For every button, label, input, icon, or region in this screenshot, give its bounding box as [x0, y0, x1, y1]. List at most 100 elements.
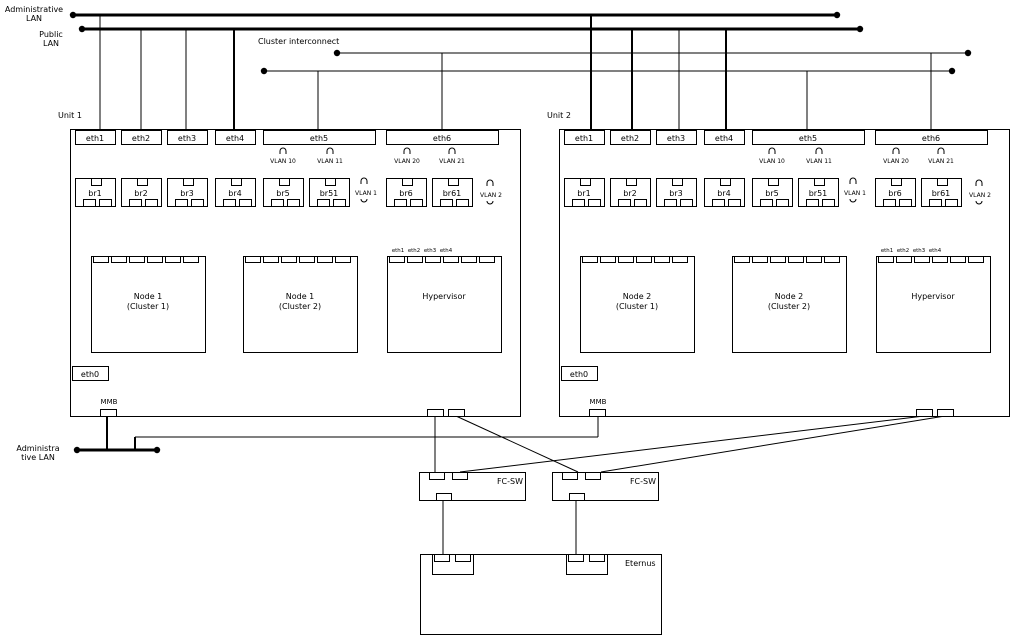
- hypervisor-port: [968, 256, 984, 263]
- bridge-port: [440, 199, 453, 207]
- admin-lan-endpoint: [69, 11, 77, 19]
- node-2-box: [243, 256, 358, 353]
- vlan-icon: [815, 147, 823, 154]
- node-port: [582, 256, 598, 263]
- bridge-port: [402, 178, 413, 186]
- node-label: (Cluster 2): [768, 302, 810, 311]
- hypervisor-box: [387, 256, 502, 353]
- storage-port: [568, 554, 584, 562]
- interconnect-endpoint: [260, 67, 268, 75]
- bridge-port: [728, 199, 741, 207]
- vlan-icon: [403, 147, 411, 154]
- mmb-label: MMB: [590, 398, 607, 406]
- hypervisor-port: [461, 256, 477, 263]
- storage-port: [589, 554, 605, 562]
- vlan-label: VLAN 20: [394, 158, 420, 165]
- bridge-port: [806, 199, 819, 207]
- vlan-icon: [486, 179, 494, 186]
- bridge-port: [325, 178, 336, 186]
- bridge-port: [271, 199, 284, 207]
- fc-link: [455, 415, 579, 473]
- vlan-label: VLAN 1: [844, 190, 866, 197]
- fc-link: [459, 415, 925, 473]
- nic-2: [121, 130, 162, 145]
- fc-sw-port: [569, 493, 585, 501]
- bridge-port: [626, 178, 637, 186]
- vlan-icon: [448, 147, 456, 154]
- bridge-port: [618, 199, 631, 207]
- fc-port: [916, 409, 933, 417]
- bridge-label: br5: [276, 189, 289, 198]
- hypervisor-label: Hypervisor: [422, 292, 466, 301]
- admin-lan-bottom-label-line: Administra: [16, 444, 59, 453]
- unit-1-label: Unit 1: [58, 111, 82, 120]
- nic-1: [564, 130, 605, 145]
- nic-6: [875, 130, 988, 145]
- bridge-label: br4: [717, 189, 730, 198]
- vlan-label: VLAN 21: [928, 158, 954, 165]
- cluster-interconnect-label: Cluster interconnect: [258, 37, 339, 46]
- hypervisor-port: [932, 256, 948, 263]
- node-label: Node 2: [775, 292, 804, 301]
- vlan-label: VLAN 2: [480, 192, 502, 199]
- vlan-label: VLAN 11: [317, 158, 343, 165]
- vlan-label: VLAN 10: [759, 158, 785, 165]
- admin-lan-endpoint: [73, 446, 81, 454]
- bridge-port: [814, 178, 825, 186]
- bridge-port: [99, 199, 112, 207]
- bridge-port: [456, 199, 469, 207]
- vlan-label: VLAN 20: [883, 158, 909, 165]
- public-lan-endpoint: [856, 25, 864, 33]
- admin-lan-bottom-label-line: tive LAN: [21, 453, 55, 462]
- bridge-port: [672, 178, 683, 186]
- public-lan-label-line: LAN: [43, 39, 59, 48]
- nic-6: [386, 130, 499, 145]
- hypervisor-port: [878, 256, 894, 263]
- nic-3: [167, 130, 208, 145]
- hypervisor-port: [914, 256, 930, 263]
- nic-label: eth6: [922, 134, 940, 143]
- storage-port: [434, 554, 450, 562]
- nic-label: eth2: [621, 134, 639, 143]
- admin-lan-label-line: LAN: [26, 14, 42, 23]
- bridge-port: [279, 178, 290, 186]
- vlan-icon: [279, 147, 287, 154]
- node-port: [93, 256, 109, 263]
- node-port: [335, 256, 351, 263]
- mmb-label: MMB: [101, 398, 118, 406]
- node-port: [806, 256, 822, 263]
- bridge-port: [588, 199, 601, 207]
- node-port: [299, 256, 315, 263]
- vlan-icon: [892, 147, 900, 154]
- hypervisor-box: [876, 256, 991, 353]
- bridge-label: br1: [577, 189, 590, 198]
- node-port: [618, 256, 634, 263]
- interconnect-endpoint: [333, 49, 341, 57]
- vlan-label: VLAN 2: [969, 192, 991, 199]
- bridge-port: [448, 178, 459, 186]
- fc-switch-label: FC-SW: [630, 477, 656, 486]
- nic-4: [704, 130, 745, 145]
- bridge-port: [634, 199, 647, 207]
- node-port: [654, 256, 670, 263]
- vlan-label: VLAN 21: [439, 158, 465, 165]
- bridge-port: [891, 178, 902, 186]
- node-port: [245, 256, 261, 263]
- hypervisor-port-label: eth4: [929, 248, 942, 254]
- bridge-port: [83, 199, 96, 207]
- vlan-label: VLAN 11: [806, 158, 832, 165]
- interconnect-endpoint: [964, 49, 972, 57]
- nic-label: eth5: [310, 134, 328, 143]
- vlan-icon: [849, 177, 857, 184]
- vlan-loop: [360, 198, 368, 203]
- bridge-label: br3: [669, 189, 682, 198]
- node-port: [111, 256, 127, 263]
- bridge-label: br3: [180, 189, 193, 198]
- bridge-label: br5: [765, 189, 778, 198]
- vlan-loop: [975, 200, 983, 205]
- hypervisor-label: Hypervisor: [911, 292, 955, 301]
- bridge-port: [317, 199, 330, 207]
